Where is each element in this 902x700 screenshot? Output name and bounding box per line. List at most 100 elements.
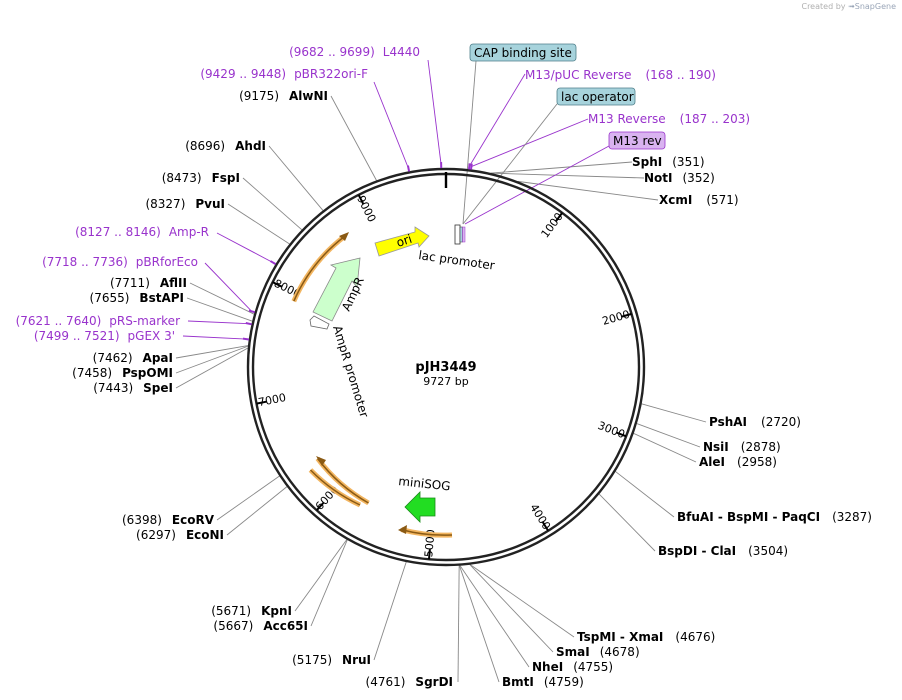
- enzyme-label-bspdi-clai: BspDI - ClaI(3504): [658, 544, 788, 558]
- orange-feature-low-core: [309, 469, 361, 506]
- primer-leader-line: [373, 81, 409, 169]
- tick-mark: [621, 312, 632, 318]
- primer-label-prs-marker: (7621 .. 7640)pRS-marker: [16, 314, 180, 328]
- lac-promoter-label: lac promoter: [418, 248, 496, 273]
- enzyme-leader-line: [310, 539, 348, 627]
- enzyme-leader-line: [615, 471, 675, 518]
- tick-mark: [315, 502, 325, 511]
- enzyme-leader-line: [633, 432, 697, 463]
- lac-promoter-feature: [454, 224, 461, 245]
- enzyme-label-alei: AleI(2958): [699, 455, 777, 469]
- enzyme-leader-line: [268, 145, 324, 211]
- enzyme-label-sgrdi: (4761)SgrDI: [366, 675, 453, 689]
- primer-mark: [248, 309, 255, 314]
- primer-mark: [269, 260, 277, 266]
- tick-label: 4000: [527, 502, 553, 533]
- enzyme-label-bmti: BmtI(4759): [502, 675, 584, 689]
- enzyme-leader-line: [459, 565, 530, 668]
- tick-label: 3000: [596, 419, 627, 441]
- enzyme-label-alwni: (9175)AlwNI: [239, 89, 328, 103]
- lac-operator-mark: [459, 226, 463, 243]
- primer-leader-line: [216, 232, 274, 264]
- primer-label-pbr322ori-f: (9429 .. 9448)pBR322ori-F: [200, 67, 368, 81]
- enzyme-leader-line: [175, 345, 249, 374]
- primer-label-m13-reverse: M13 Reverse(187 .. 203): [588, 112, 750, 126]
- ori-feature: [374, 226, 430, 257]
- enzyme-label-tspmi-xmai: TspMI - XmaI(4676): [577, 630, 715, 644]
- lac-operator-label: lac operator: [561, 90, 634, 104]
- minisog-label: miniSOG: [398, 474, 452, 493]
- primer-leader-line: [204, 262, 253, 312]
- snapgene-credit: Created by ➟SnapGene: [801, 2, 896, 11]
- backbone-outer: [246, 167, 646, 567]
- enzyme-label-sphi: SphI(351): [632, 155, 705, 169]
- enzyme-leader-line: [242, 177, 303, 231]
- enzyme-leader-line: [226, 486, 288, 536]
- tick-mark: [357, 194, 365, 205]
- enzyme-leader-line: [330, 95, 377, 181]
- primer-label-l4440: (9682 .. 9699)L4440: [289, 45, 420, 59]
- enzyme-leader-line: [490, 161, 633, 174]
- tick-mark: [428, 549, 431, 560]
- plasmid-length: 9727 bp: [423, 375, 468, 388]
- enzyme-leader-line: [457, 565, 460, 683]
- enzyme-leader-line: [186, 297, 253, 322]
- leader-lines: [175, 59, 707, 683]
- minisog-feature: [404, 491, 436, 523]
- lac-operator-leader-line: [462, 103, 558, 225]
- ampr-promoter-label: AmpR promoter: [330, 324, 371, 419]
- primer-label-pgex-3: (7499 .. 7521)pGEX 3': [34, 329, 175, 343]
- ampr-promoter-feature: [309, 315, 330, 330]
- enzyme-leader-line: [636, 423, 701, 448]
- enzyme-leader-line: [189, 282, 255, 315]
- primer-label-pbrforeco: (7718 .. 7736)pBRforEco: [42, 255, 198, 269]
- enzyme-label-ecorv: (6398)EcoRV: [122, 513, 215, 527]
- primer-label-amp-r: (8127 .. 8146)Amp-R: [75, 225, 209, 239]
- cap-binding-site-label: CAP binding site: [474, 46, 572, 60]
- m13-rev-box: [608, 131, 666, 150]
- primer-mark: [242, 337, 250, 341]
- enzyme-leader-line: [517, 180, 659, 201]
- enzyme-leader-line: [175, 345, 249, 359]
- enzyme-leader-line: [373, 561, 407, 661]
- primer-mark: [245, 322, 252, 326]
- ori-label: ori: [395, 232, 414, 250]
- enzyme-label-ahdi: (8696)AhdI: [185, 139, 266, 153]
- enzyme-label-spei: (7443)SpeI: [93, 381, 173, 395]
- enzyme-leader-line: [469, 564, 575, 638]
- orange-feature-top-core: [293, 235, 345, 302]
- m13-rev-mark: [462, 226, 466, 243]
- tick-mark: [256, 400, 267, 405]
- enzyme-leader-line: [458, 565, 500, 683]
- cap-binding-site-box: [469, 43, 577, 62]
- enzyme-leader-line: [294, 539, 348, 612]
- enzyme-leader-line: [490, 172, 645, 179]
- primer-label-m13-puc-reverse: M13/pUC Reverse(168 .. 190): [525, 68, 716, 82]
- enzyme-label-xcmi: XcmI(571): [659, 193, 739, 207]
- primer-leader-line: [468, 73, 526, 167]
- enzyme-label-acc65i: (5667)Acc65I: [213, 619, 308, 633]
- m13-rev-leader-line: [464, 145, 610, 225]
- primer-mark: [470, 163, 473, 170]
- enzyme-label-bfuai-bspmi-paqci: BfuAI - BspMI - PaqCI(3287): [677, 510, 872, 524]
- tick-label: 2000: [601, 308, 631, 328]
- enzyme-label-kpni: (5671)KpnI: [211, 604, 292, 618]
- enzyme-leader-line: [469, 564, 554, 653]
- enzyme-label-nrui: (5175)NruI: [292, 653, 371, 667]
- enzyme-leader-line: [175, 347, 249, 389]
- orange-feature-mid-head: [316, 456, 326, 466]
- ampr-feature: [312, 257, 361, 322]
- primer-leader-line: [471, 118, 589, 168]
- primer-mark: [467, 163, 471, 170]
- enzyme-leader-line: [227, 203, 290, 245]
- primer-leader-line: [182, 335, 246, 340]
- enzyme-label-nsii: NsiI(2878): [703, 440, 781, 454]
- tick-mark: [555, 212, 563, 222]
- enzyme-label-pvui: (8327)PvuI: [145, 197, 225, 211]
- enzyme-label-apai: (7462)ApaI: [93, 351, 173, 365]
- enzyme-label-aflii: (7711)AflII: [110, 276, 187, 290]
- enzyme-label-smai: SmaI(4678): [556, 645, 640, 659]
- primer-leader-line: [187, 320, 249, 325]
- orange-feature-bottom-head: [398, 525, 407, 534]
